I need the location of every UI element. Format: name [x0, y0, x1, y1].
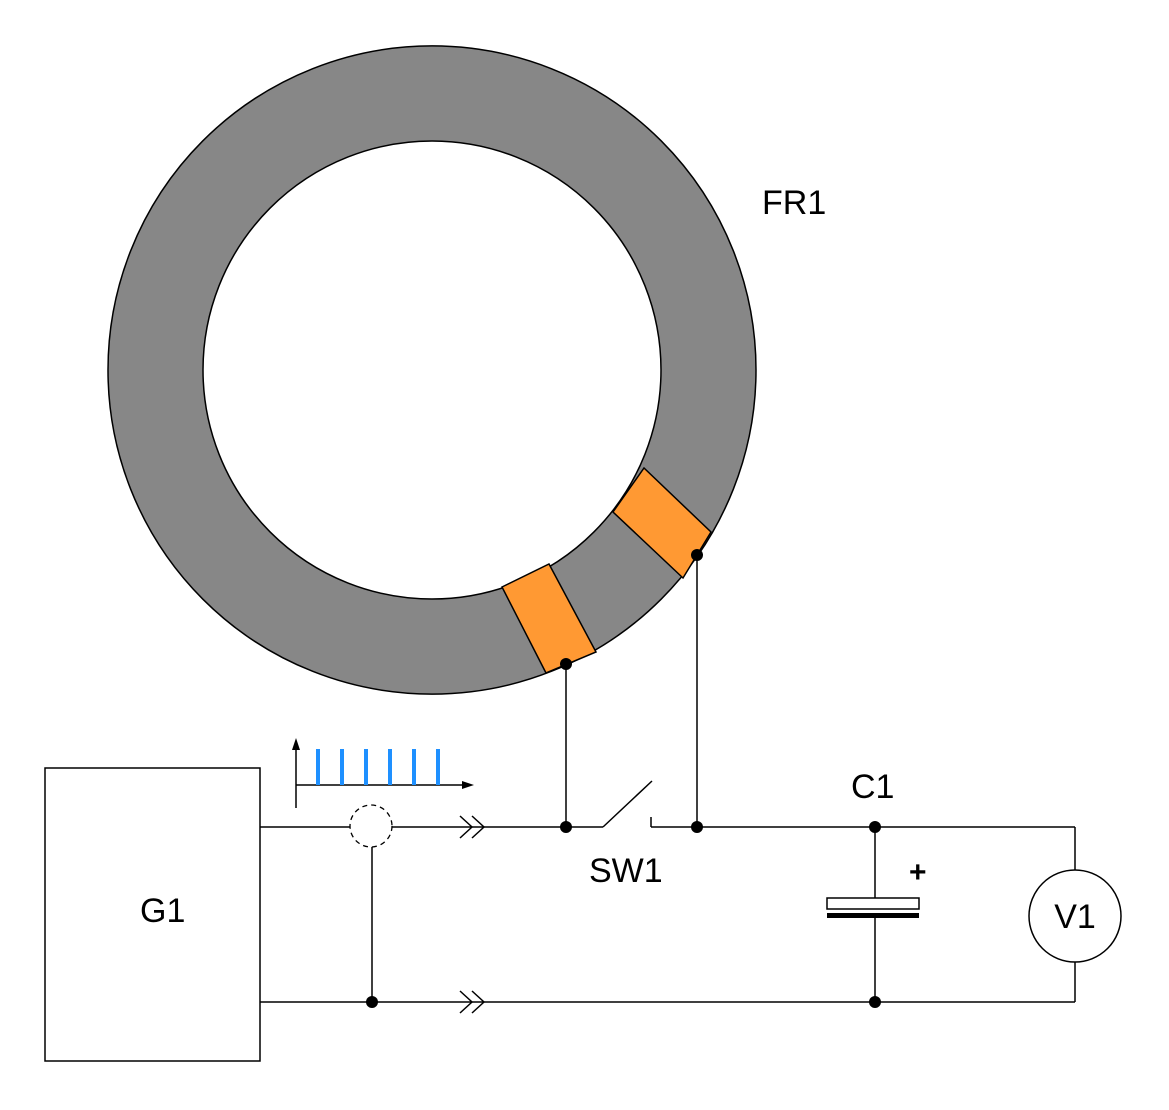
- connector-bottom: [459, 990, 486, 1014]
- junction-capacitor-top: [869, 821, 881, 833]
- pulse-graph-y-arrow: [292, 738, 300, 750]
- voltmeter-circle: [1028, 869, 1122, 963]
- wires: [260, 555, 1076, 1003]
- generator-box: [44, 767, 261, 1062]
- current-probe: [349, 804, 393, 848]
- capacitor-plate-top: [826, 897, 920, 910]
- junction-switch-left: [560, 821, 572, 833]
- junctions: [366, 549, 881, 1008]
- pulse-graph: [292, 738, 474, 808]
- winding-left: [500, 563, 598, 674]
- capacitor-polarity: +: [909, 856, 927, 889]
- junction-switch-right: [691, 821, 703, 833]
- switch-blade: [602, 780, 653, 828]
- winding-right: [612, 466, 712, 580]
- capacitor-plate-bottom: [827, 913, 919, 918]
- ferrite-ring-label: FR1: [762, 184, 826, 222]
- ferrite-ring: [107, 45, 757, 695]
- switch-label: SW1: [589, 852, 663, 890]
- junction-winding-right: [691, 549, 703, 561]
- capacitor-label: C1: [851, 768, 894, 806]
- connector-top: [459, 815, 486, 839]
- junction-probe-bottom: [366, 996, 378, 1008]
- junction-winding-left: [560, 658, 572, 670]
- pulse-graph-x-arrow: [462, 781, 474, 789]
- generator-label: G1: [140, 892, 185, 930]
- voltmeter-label: V1: [1054, 898, 1096, 936]
- junction-capacitor-bottom: [869, 996, 881, 1008]
- capacitor: [826, 897, 920, 918]
